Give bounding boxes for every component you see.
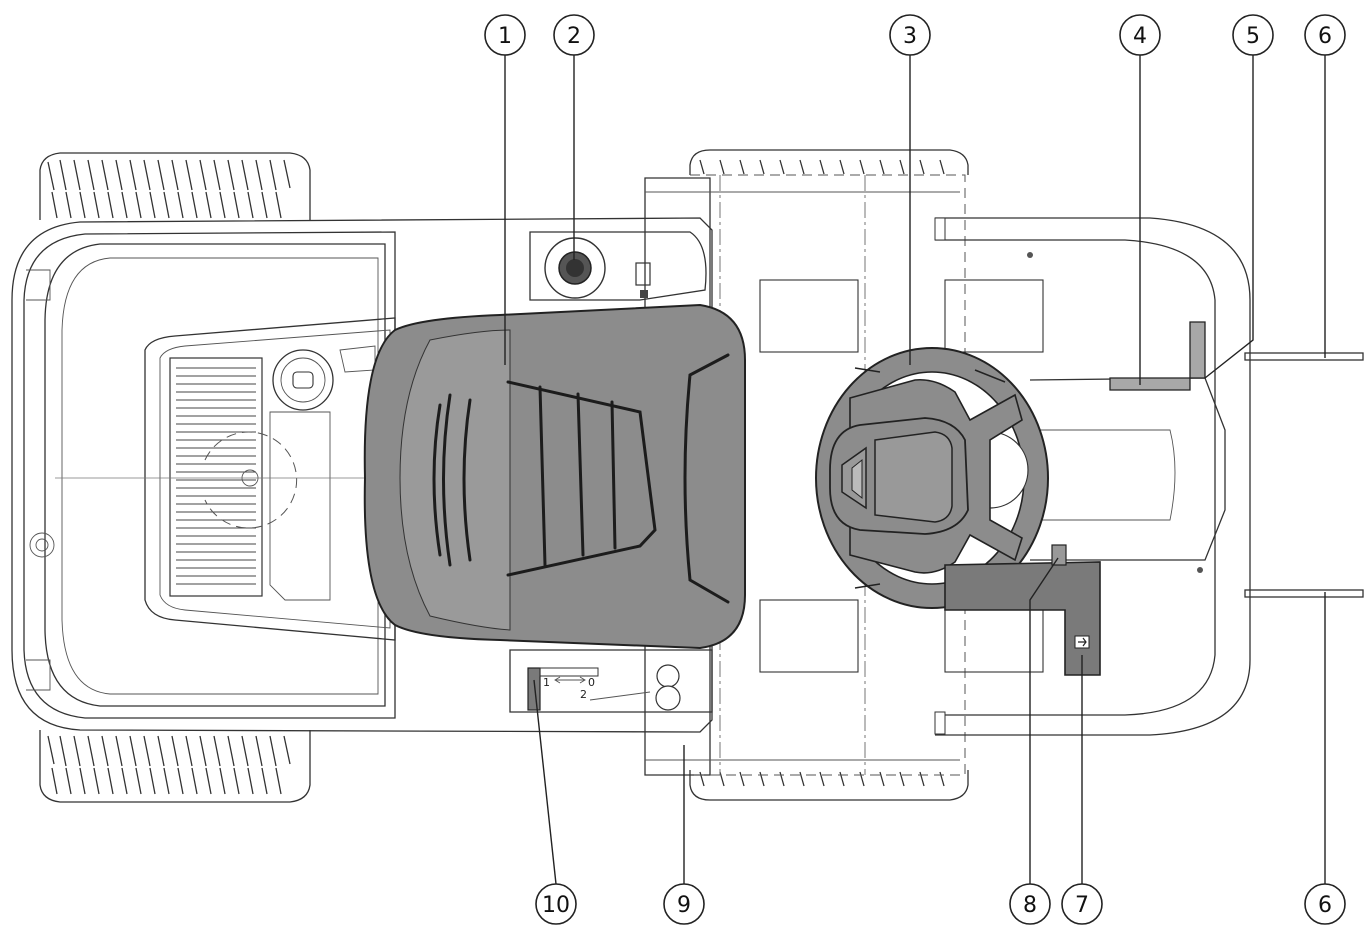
fuel-cap-area <box>529 231 707 301</box>
control-panel: 1 0 2 <box>509 649 713 713</box>
seat <box>363 303 746 650</box>
callout-9-label: 9 <box>677 893 691 918</box>
callout-6-bottom: 6 <box>1304 883 1346 925</box>
panel-marking-1: 1 <box>543 676 550 689</box>
callout-8-label: 8 <box>1023 893 1037 918</box>
callout-3: 3 <box>889 14 931 56</box>
callout-5: 5 <box>1232 14 1274 56</box>
panel-marking-0: 0 <box>588 676 595 689</box>
callout-7: 7 <box>1061 883 1103 925</box>
callout-9: 9 <box>663 883 705 925</box>
panel-marking-2: 2 <box>580 688 587 701</box>
callout-5-label: 5 <box>1246 24 1260 49</box>
callout-2: 2 <box>553 14 595 56</box>
leader-lines <box>504 55 1326 885</box>
callout-3-label: 3 <box>903 24 917 49</box>
callout-4: 4 <box>1119 14 1161 56</box>
callout-7-label: 7 <box>1075 893 1089 918</box>
callout-6-bottom-label: 6 <box>1318 893 1332 918</box>
steering-wheel <box>815 347 1049 609</box>
forks <box>1244 352 1364 598</box>
callout-1: 1 <box>484 14 526 56</box>
rear-wheel-top <box>39 152 311 220</box>
callout-6-top-label: 6 <box>1318 24 1332 49</box>
rear-body <box>11 217 713 733</box>
callout-4-label: 4 <box>1133 24 1147 49</box>
callout-6-top: 6 <box>1304 14 1346 56</box>
front-wheel-top <box>689 149 969 175</box>
pedal <box>944 561 1101 676</box>
callout-2-label: 2 <box>567 24 581 49</box>
callout-8: 8 <box>1009 883 1051 925</box>
front-wheel-bottom <box>689 770 969 801</box>
callout-1-label: 1 <box>498 24 512 49</box>
rear-wheel-bottom <box>39 730 311 803</box>
pedal-switch <box>1051 544 1067 566</box>
callout-10: 10 <box>535 883 577 925</box>
callout-10-label: 10 <box>542 893 570 918</box>
